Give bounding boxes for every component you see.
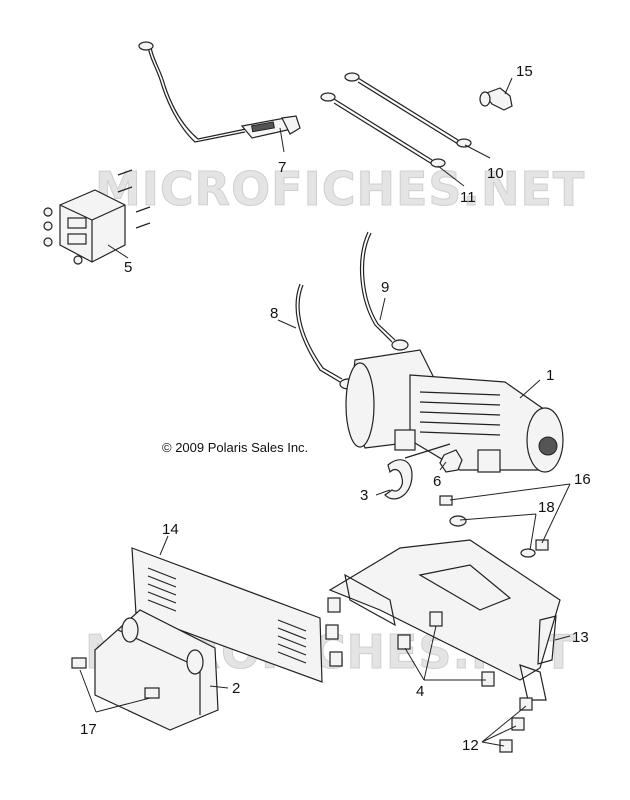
bolts-4-part	[325, 597, 495, 687]
callout-3: 3	[360, 487, 368, 504]
terminal-boot-part	[479, 87, 513, 111]
nut-part	[439, 449, 463, 473]
callout-14: 14	[162, 521, 179, 538]
callout-15: 15	[516, 63, 533, 80]
callout-13: 13	[572, 629, 589, 646]
winch-part	[345, 349, 564, 473]
callout-8: 8	[270, 305, 278, 322]
winch-cables-part	[295, 231, 409, 390]
callout-12: 12	[462, 737, 479, 754]
fasteners-part	[439, 495, 549, 558]
callout-17: 17	[80, 721, 97, 738]
mounting-plate-part	[131, 547, 323, 683]
callout-1: 1	[546, 367, 554, 384]
remote-switch-part	[138, 41, 301, 143]
callout-10: 10	[487, 165, 504, 182]
watermark-top: MICROFICHES.NET	[95, 162, 585, 216]
copyright-text: © 2009 Polaris Sales Inc.	[162, 440, 308, 455]
callout-2: 2	[232, 680, 240, 697]
bolts-12-part	[499, 697, 533, 753]
leader-lines	[79, 77, 571, 747]
callout-18: 18	[538, 499, 555, 516]
callout-7: 7	[278, 159, 286, 176]
contactor-part	[43, 169, 151, 265]
roller-fairlead-part	[94, 609, 219, 731]
hook-part	[384, 443, 451, 500]
bolts-17-part	[71, 657, 160, 699]
callouts: 15 7 10 11 5 9 8 1 © 2009 Polaris Sales …	[80, 63, 591, 754]
callout-9: 9	[381, 279, 389, 296]
callout-4: 4	[416, 683, 424, 700]
callout-5: 5	[124, 259, 132, 276]
callout-11: 11	[460, 189, 476, 206]
battery-cables-part	[320, 72, 472, 168]
callout-16: 16	[574, 471, 591, 488]
mounting-bracket-part	[328, 539, 561, 701]
callout-6: 6	[433, 473, 441, 490]
